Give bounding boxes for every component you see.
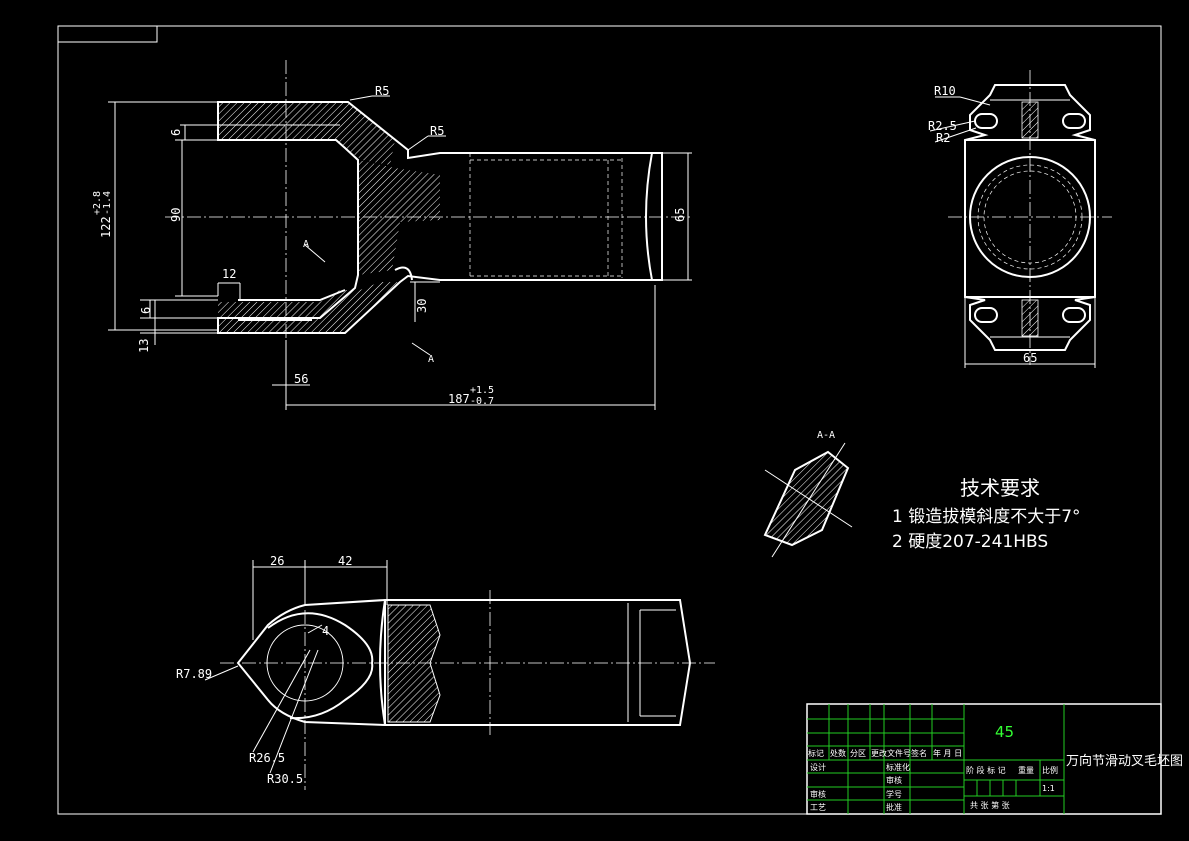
dim-r26-5: R26.5 — [249, 751, 285, 765]
side-bore-mid — [977, 164, 1083, 270]
dim-6-bottom: 6 — [139, 307, 153, 314]
bottom-bore — [266, 624, 344, 702]
tb-sheet-row: 共 张 第 张 — [970, 800, 1010, 810]
main-hatch-top — [218, 102, 395, 165]
dim-26: 26 — [270, 554, 284, 568]
tb-standard: 标准化 — [886, 762, 910, 772]
dim-65-main: 65 — [673, 208, 687, 222]
dim-56: 56 — [294, 372, 308, 386]
side-view: R10 R2.5 R2 65 — [928, 70, 1112, 368]
dim-4: 4 — [322, 624, 329, 638]
side-slot-tl — [974, 113, 998, 129]
side-bore-outer — [969, 156, 1091, 278]
sheet-code-box — [57, 25, 158, 43]
tb-scale: 1:1 — [1042, 784, 1055, 793]
tb-header-0: 标记 — [808, 748, 824, 758]
tb-header-5: 年 月 日 — [933, 748, 962, 758]
dim-r7-89: R7.89 — [176, 667, 212, 681]
tb-header-1: 处数 — [830, 748, 846, 758]
tb-drawing-name: 万向节滑动叉毛坯图 — [1066, 753, 1183, 769]
tech-requirements: 技术要求 1 锻造拔模斜度不大于7° 2 硬度207-241HBS — [892, 476, 1081, 552]
tb-review: 审核 — [810, 789, 826, 799]
dim-187-tol-lower: -0.7 — [470, 396, 494, 407]
bottom-hatch — [387, 604, 441, 723]
dim-r2: R2 — [936, 131, 950, 145]
dim-90: 90 — [169, 208, 183, 222]
bottom-outline — [236, 599, 692, 726]
section-mark-a-1: A — [303, 239, 309, 250]
main-lower-slot — [238, 289, 346, 321]
bottom-neck — [379, 599, 386, 726]
tb-stage-1: 重量 — [1018, 765, 1034, 775]
tb-stage-2: 比例 — [1042, 765, 1058, 775]
tb-header-4: 签名 — [911, 748, 927, 758]
dim-12: 12 — [222, 267, 236, 281]
section-mark-a-2: A — [428, 354, 434, 365]
dim-r5-mid: R5 — [430, 124, 444, 138]
title-block: 45 万向节滑动叉毛坯图 标记 处数 分区 更改文件号 签名 年 月 日 设计 … — [806, 703, 1183, 815]
tech-title: 技术要求 — [960, 476, 1040, 500]
dim-r10: R10 — [934, 84, 956, 98]
main-fillet — [394, 266, 413, 281]
side-lug-bottom — [1021, 299, 1039, 337]
sheet-border — [57, 25, 1162, 815]
tb-student-no: 学号 — [886, 789, 902, 799]
section-label: A-A — [817, 430, 835, 441]
tb-verify: 审核 — [886, 775, 902, 785]
tb-approve: 批准 — [886, 802, 902, 812]
section-hexagon — [763, 450, 850, 547]
dim-r30-5: R30.5 — [267, 772, 303, 786]
dim-122: 122 — [99, 216, 113, 238]
main-end-chamfer — [645, 152, 653, 281]
dim-65-side: 65 — [1023, 351, 1037, 365]
tech-item-1: 1 锻造拔模斜度不大于7° — [892, 507, 1081, 527]
tb-header-3: 更改文件号 — [871, 748, 911, 758]
side-lug-top — [1021, 101, 1039, 139]
main-view: R5 R5 6 90 122 +2.8 -1.4 12 6 13 30 65 5… — [92, 60, 692, 410]
side-slot-bl — [974, 307, 998, 323]
dim-187-tol-upper: +1.5 — [470, 385, 494, 396]
dim-42: 42 — [338, 554, 352, 568]
side-bore-inner — [983, 170, 1077, 264]
main-hatch-mid — [358, 160, 440, 275]
dim-6-top: 6 — [169, 129, 183, 136]
tech-item-2: 2 硬度207-241HBS — [892, 532, 1048, 552]
dim-30: 30 — [415, 299, 429, 313]
dim-r5-top: R5 — [375, 84, 389, 98]
tb-header-2: 分区 — [850, 749, 866, 758]
tb-material: 45 — [995, 723, 1014, 741]
tb-design: 设计 — [810, 762, 826, 772]
dim-122-tol-lower: -1.4 — [102, 191, 113, 215]
dim-122-tol-upper: +2.8 — [92, 191, 103, 215]
tb-process: 工艺 — [810, 803, 826, 812]
bottom-view: 26 42 4 R7.89 R26.5 R30.5 — [176, 554, 715, 790]
dim-187: 187 — [448, 392, 470, 406]
bottom-eye — [267, 612, 374, 720]
tb-stage-0: 阶 段 标 记 — [966, 765, 1006, 775]
side-slot-br — [1062, 307, 1086, 323]
dim-13: 13 — [137, 339, 151, 353]
dim-r2-5: R2.5 — [928, 119, 957, 133]
side-slot-tr — [1062, 113, 1086, 129]
section-view: A-A — [763, 430, 853, 558]
